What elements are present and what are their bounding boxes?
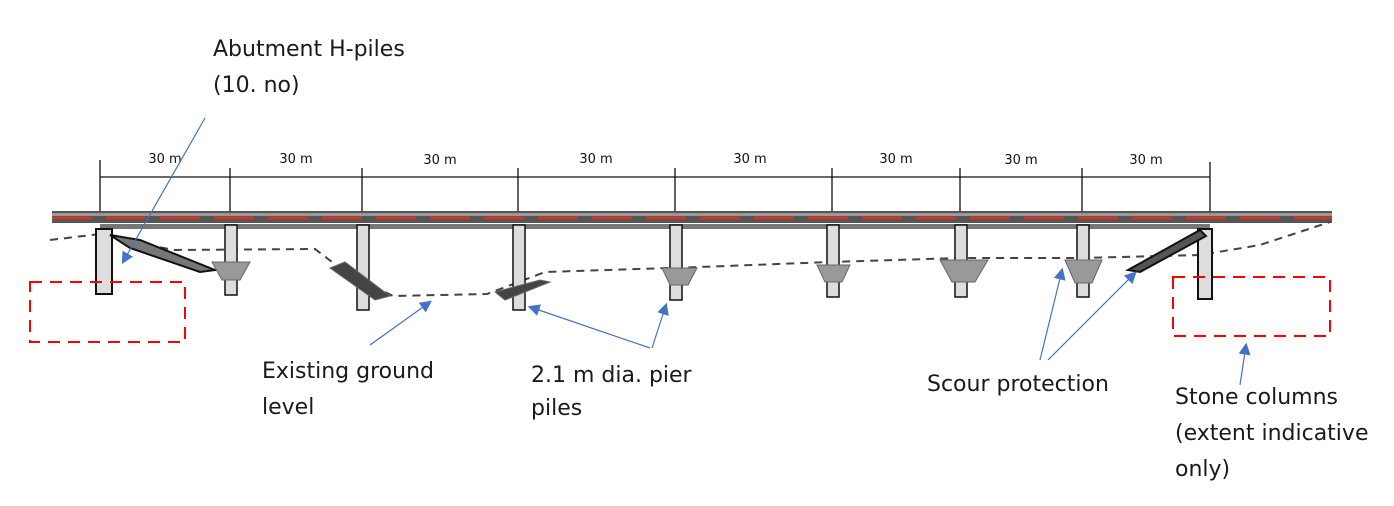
abutment-left	[95, 228, 219, 295]
span-label: 30 m	[1129, 153, 1162, 168]
label-line: Abutment H-piles	[213, 37, 405, 62]
label-line: (10. no)	[213, 73, 300, 98]
label-line: Stone columns	[1175, 385, 1338, 410]
scour-protection-label: Scour protection	[927, 367, 1109, 403]
span-label: 30 m	[423, 153, 456, 168]
existing-ground-line	[49, 221, 1331, 298]
label-line: (extent indicative	[1175, 421, 1369, 446]
span-label: 30 m	[1004, 153, 1037, 168]
abutment-right	[1125, 228, 1213, 300]
label-line: only)	[1175, 457, 1231, 482]
scour-protection	[211, 259, 1103, 301]
stone-columns-label: Stone columns (extent indicative only)	[1175, 380, 1368, 488]
bridge-deck	[52, 211, 1332, 229]
span-label: 30 m	[879, 152, 912, 167]
stone-columns-left	[29, 281, 186, 343]
label-line: 2.1 m dia. pier	[531, 363, 692, 388]
span-labels: 30 m 30 m 30 m 30 m 30 m 30 m 30 m 30 m	[148, 152, 1162, 168]
label-line: piles	[531, 396, 583, 421]
callout-arrows	[121, 117, 1251, 386]
stone-columns-right	[1172, 276, 1331, 337]
label-line: level	[262, 395, 315, 420]
abutment-h-piles-label: Abutment H-piles (10. no)	[213, 32, 405, 104]
span-label: 30 m	[148, 152, 181, 167]
span-dimension-line	[99, 160, 1211, 215]
pier-piles-label: 2.1 m dia. pier piles	[531, 359, 692, 425]
existing-ground-level-label: Existing ground level	[262, 354, 434, 426]
span-label: 30 m	[579, 152, 612, 167]
span-label: 30 m	[733, 152, 766, 167]
span-label: 30 m	[279, 152, 312, 167]
label-line: Existing ground	[262, 359, 434, 384]
label-line: Scour protection	[927, 372, 1109, 397]
